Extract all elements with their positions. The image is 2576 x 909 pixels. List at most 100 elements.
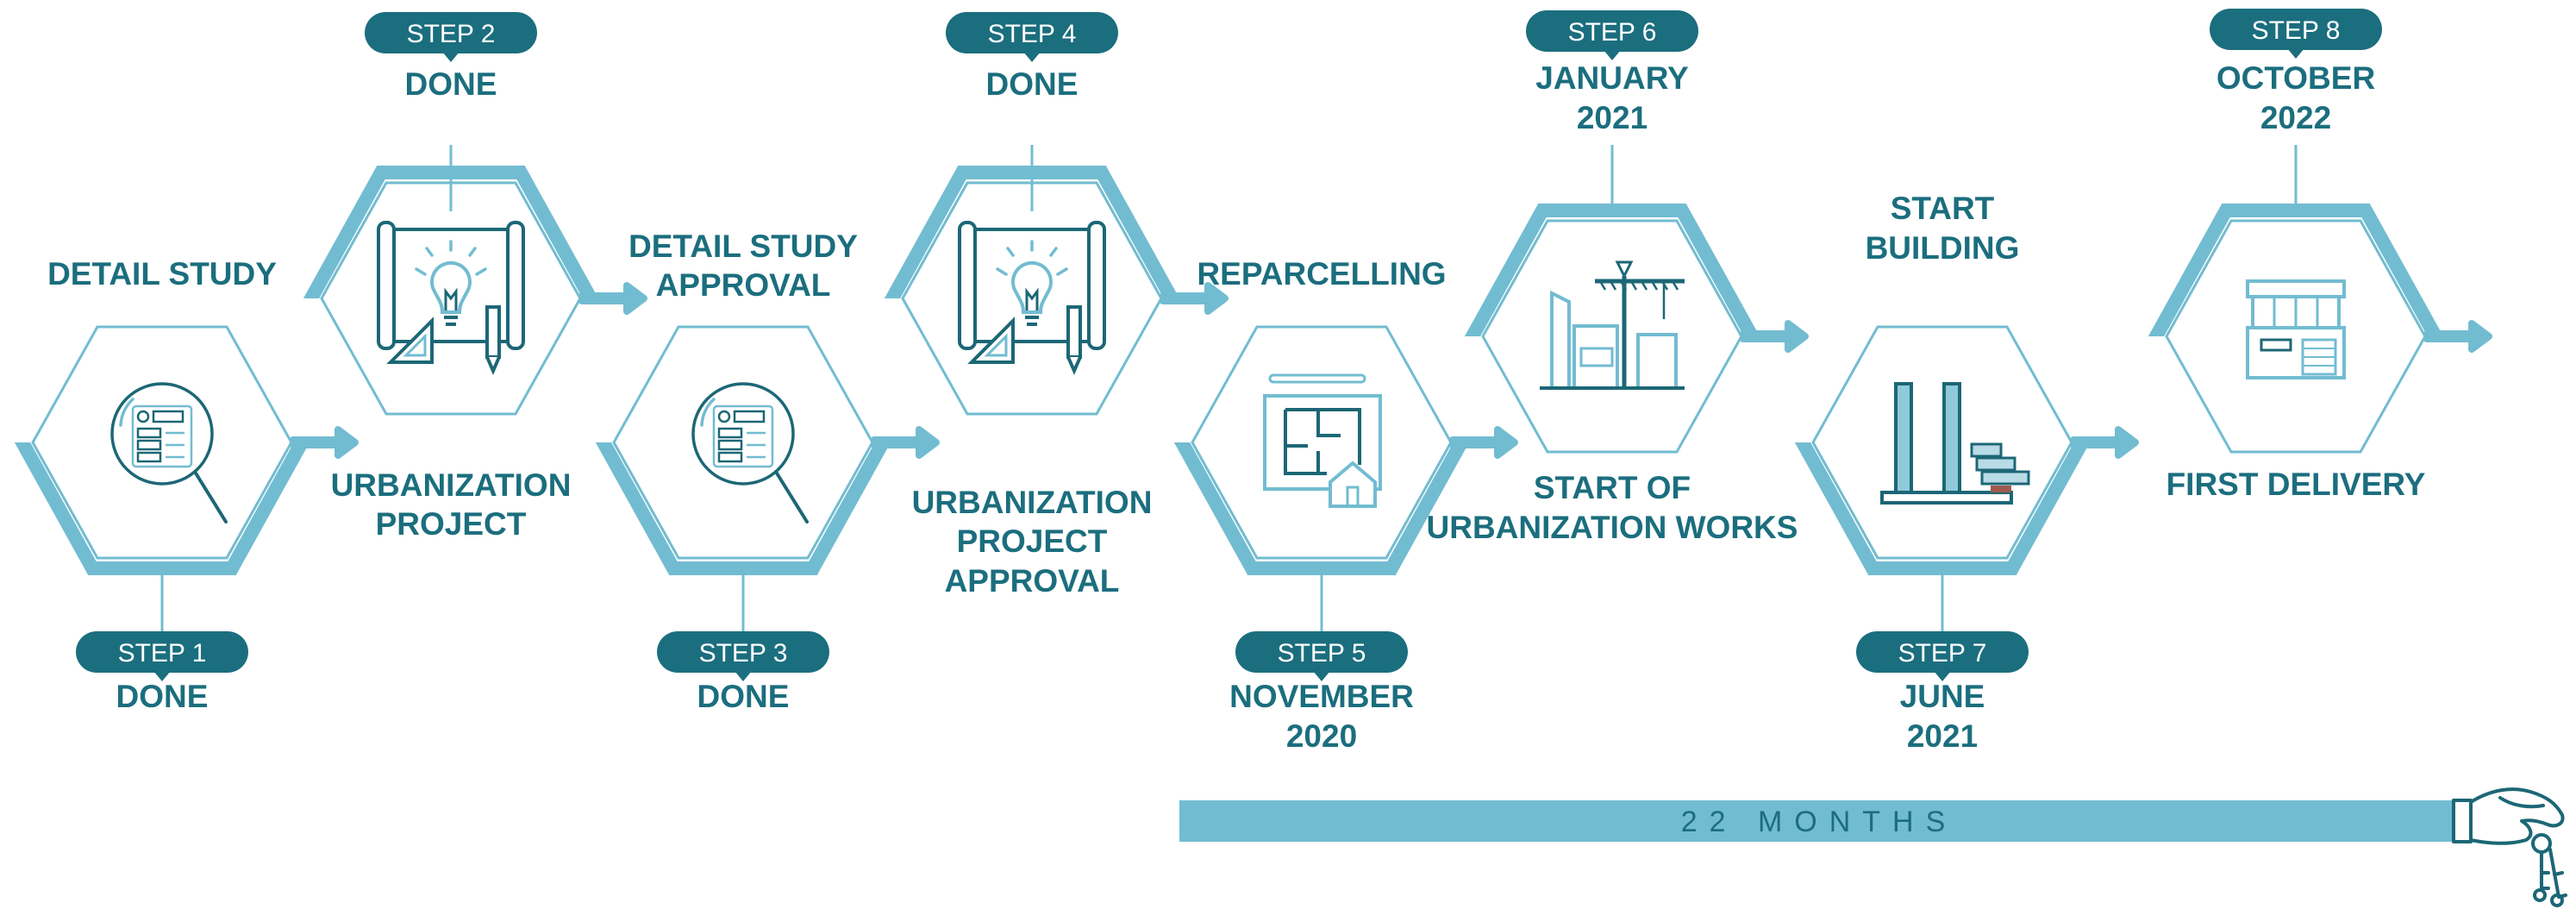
house-outline [1329,461,1377,508]
step-pill: STEP 6 [1526,10,1698,60]
column-left [1894,382,1913,494]
step-pill-label: STEP 1 [118,639,207,668]
step-status: OCTOBER [2216,60,2375,96]
brick-step [1980,470,2030,486]
column-right [1942,382,1961,494]
step-pill-bg [1526,10,1698,52]
light-ray [1006,247,1015,257]
document-dot [717,410,731,423]
step-pill-pointer [1313,671,1330,681]
pencil-body [1066,305,1082,359]
document-line [717,439,743,451]
hexagons-layer [14,166,2492,575]
step-pill-label: STEP 5 [1278,639,1366,668]
set-square [967,317,1015,364]
blueprint-lightbulb-icon [958,221,1106,375]
step-7-shape [1794,325,2139,575]
crane-top [1615,260,1634,279]
step-title: REPARCELLING [1197,256,1446,292]
step-title: URBANIZATION WORKS [1427,510,1798,545]
step-pill-label: STEP 6 [1568,18,1657,47]
step-status: DONE [116,679,209,714]
set-square-hole [984,333,1008,357]
step-pill: STEP 7 [1856,631,2029,681]
step-status: 2020 [1286,718,1357,754]
step-pill-bg [1235,631,1408,673]
document-line [717,451,743,463]
hexagon-outer [1464,204,1760,336]
step-pill-label: STEP 4 [988,20,1077,48]
plan-walls [1284,408,1361,475]
step-1-shape [14,325,359,575]
lightbulb-base [1025,316,1039,326]
magnifier-document-icon [691,382,809,523]
step-title: URBANIZATION [331,467,572,503]
hexagon-outer [303,166,599,298]
lightbulb-filament [1025,287,1039,310]
step-pill-label: STEP 8 [2252,16,2341,45]
step-6-shape [1464,204,1809,454]
jib-truss [1619,280,1628,291]
next-arrow [1740,320,1809,353]
step-status: JANUARY [1535,60,1689,96]
document-sheet [712,404,774,468]
hexagon-outer [2148,204,2444,336]
document-sheet [131,404,193,468]
step-title: APPROVAL [656,267,831,303]
magnifier-handle [193,470,228,523]
hexagon-outer [884,166,1180,298]
light-ray [425,247,434,257]
hexagon-outer [1173,442,1470,575]
light-ray [468,247,477,257]
set-square-hole [403,333,427,357]
step-pill-bg [1856,631,2029,673]
document-dot [136,410,150,423]
light-ray [475,267,487,276]
connectors-layer [160,145,2298,631]
step-pill-pointer [442,52,460,62]
step-title: PROJECT [957,523,1108,559]
lens-shine [119,398,134,427]
step-2-shape [303,166,647,416]
scroll-left [958,221,977,350]
hexagon-outer [595,442,891,575]
next-arrow [578,282,647,315]
step-title: BUILDING [1866,230,2020,266]
step-pill-pointer [2287,48,2304,59]
step-status: JUNE [1900,679,1985,714]
lightbulb-glass [1011,260,1053,314]
floor-plan-house-icon [1263,373,1382,508]
step-pill-label: STEP 3 [699,639,788,668]
pencil-tip [485,356,501,375]
jib-truss [1650,280,1659,291]
house-door [1346,486,1360,508]
document-line [717,427,743,439]
rolled-plan [1268,373,1366,384]
jib-truss [1671,280,1679,291]
lightbulb-glass [430,260,472,314]
jib-truss [1609,280,1617,291]
brick-step [1970,442,2003,458]
step-pill-pointer [735,671,752,681]
document-line [136,427,162,439]
light-ray [1056,267,1068,276]
document-line [136,439,162,451]
labels-layer: DETAIL STUDYDONEURBANIZATIONPROJECTDONED… [47,60,2426,754]
step-4-shape [884,166,1229,416]
lens-shine [700,398,716,427]
step-pill: STEP 5 [1235,631,1408,681]
step-status: 2021 [1907,718,1978,754]
document-line [152,410,184,423]
step-status: DONE [986,66,1079,102]
step-pill-bg [2210,9,2382,50]
step-pill-pointer [1604,50,1621,60]
lower-floor [2246,326,2346,379]
step-title: FIRST DELIVERY [2166,467,2426,502]
magnifier-document-icon [110,382,228,523]
step-status: NOVEMBER [1229,679,1414,714]
building-left [1550,290,1571,388]
document-line [733,410,766,423]
step-title: DETAIL STUDY [47,256,277,292]
plan-sheet [1263,394,1382,491]
